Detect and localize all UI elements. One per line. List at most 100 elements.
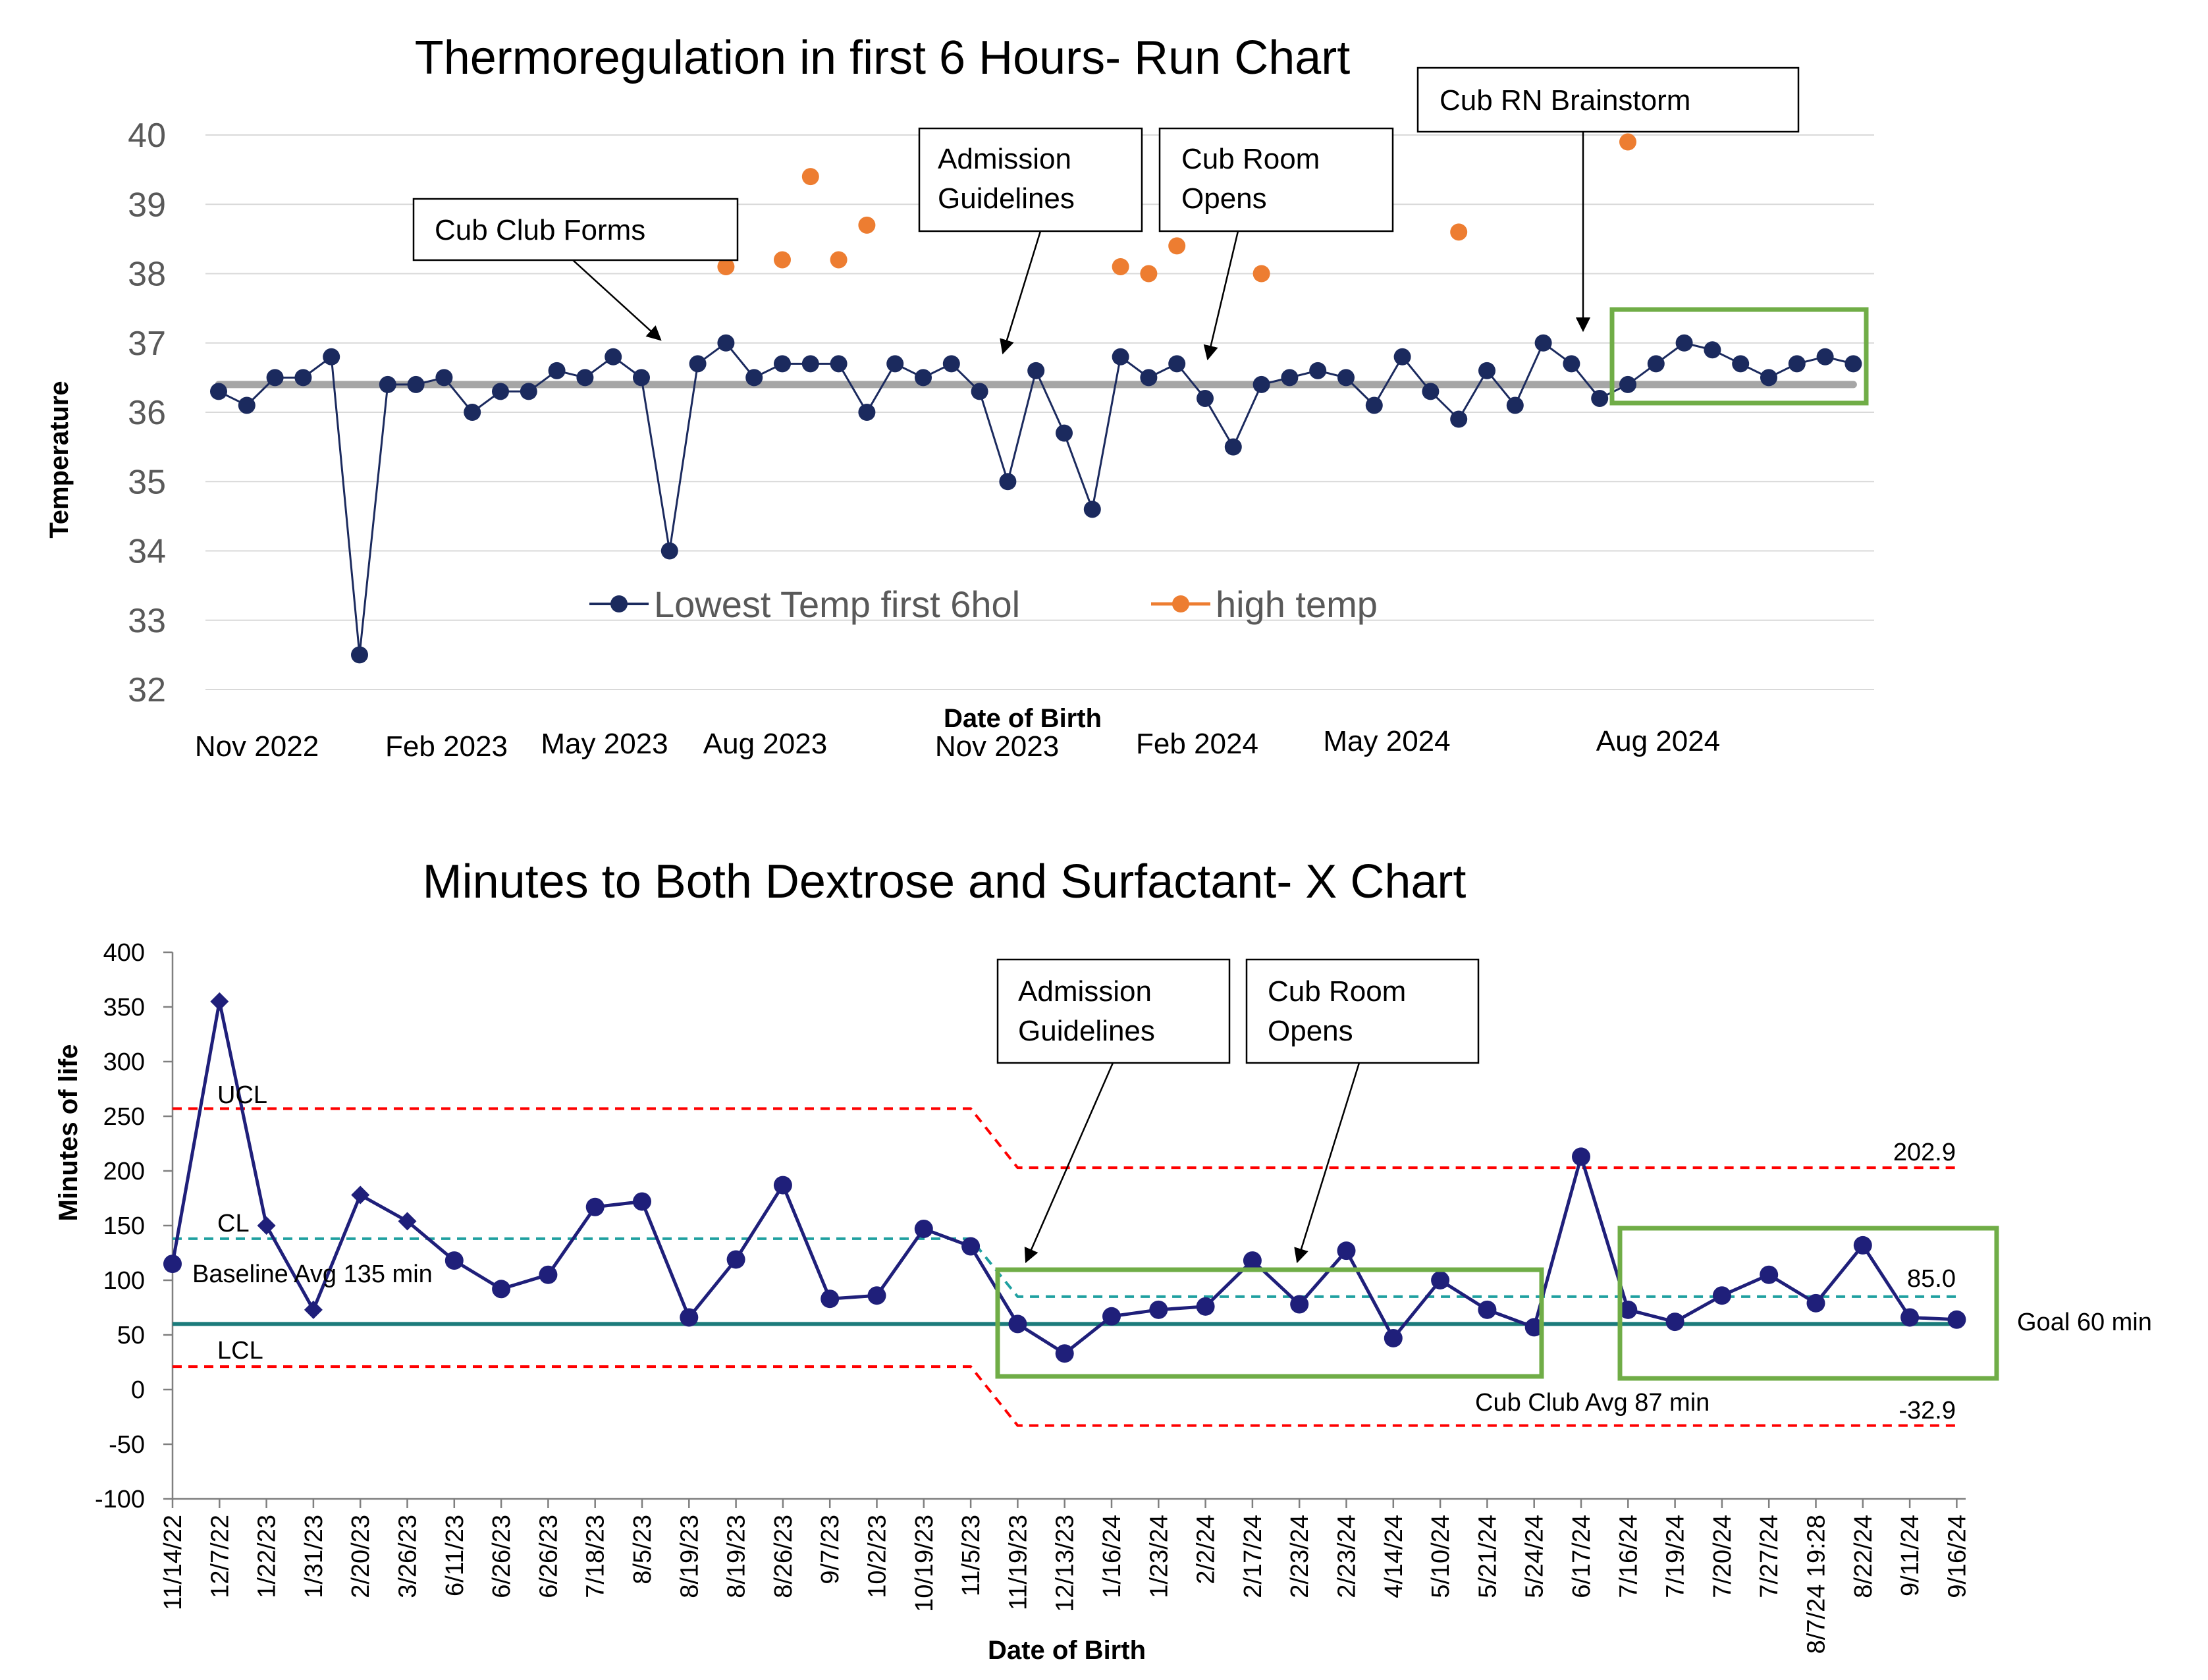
lowest-temp-point	[1732, 355, 1750, 373]
x-tick-label: 8/19/23	[723, 1515, 751, 1598]
x-tick-label: 6/26/23	[488, 1515, 516, 1598]
annotation-text-line1: Cub Room	[1268, 975, 1406, 1008]
annotation-text-line2: Guidelines	[938, 182, 1075, 215]
lowest-temp-point	[1140, 369, 1158, 387]
annotation-box	[1416, 67, 1800, 133]
lowest-temp-point	[492, 383, 509, 400]
minutes-point	[1572, 1147, 1590, 1166]
lowest-temp-point	[1788, 355, 1806, 373]
lowest-temp-point	[464, 404, 481, 421]
lowest-temp-point	[1816, 348, 1834, 366]
x-tick-label: 11/14/22	[159, 1515, 187, 1610]
lowest-temp-points	[210, 334, 1862, 664]
high-temp-point	[830, 251, 848, 269]
minutes-point	[680, 1308, 699, 1327]
minutes-point	[1712, 1286, 1731, 1305]
lowest-temp-point	[435, 369, 453, 387]
x-tick-label: Aug 2023	[703, 728, 827, 760]
minutes-point	[1665, 1313, 1684, 1332]
x-tick-label: 8/19/23	[676, 1515, 703, 1598]
lowest-temp-point	[1760, 369, 1777, 387]
high-temp-point	[1112, 257, 1129, 275]
y-tick-label: 37	[128, 325, 166, 363]
x-tick-label: Feb 2023	[385, 730, 508, 763]
x-tick-label: Nov 2022	[195, 730, 319, 763]
minutes-point	[821, 1289, 840, 1309]
minutes-point	[492, 1280, 511, 1299]
lowest-temp-point	[576, 369, 594, 387]
lowest-temp-point	[1844, 355, 1862, 373]
lowest-temp-point	[1281, 369, 1299, 387]
x-tick-label: Feb 2024	[1136, 728, 1258, 760]
lowest-temp-point	[323, 348, 340, 366]
lowest-temp-point	[1478, 362, 1495, 379]
cl-value-label: 85.0	[1907, 1265, 1956, 1293]
minutes-point	[585, 1197, 605, 1216]
annotation-text: Cub RN Brainstorm	[1440, 84, 1690, 117]
minutes-point	[1947, 1310, 1966, 1329]
lowest-temp-point	[1563, 355, 1580, 373]
y-tick-label: 32	[128, 671, 166, 709]
x-tick-label: 11/19/23	[1004, 1515, 1032, 1610]
minutes-point	[914, 1219, 933, 1238]
lowest-temp-point	[1168, 355, 1186, 373]
x-tick-label: 1/22/23	[254, 1515, 281, 1598]
high-temp-point	[1252, 265, 1270, 283]
ucl-label: UCL	[217, 1081, 267, 1109]
x-tick-label: 7/19/24	[1662, 1515, 1690, 1598]
x-tick-label: 6/26/23	[535, 1515, 562, 1598]
lowest-temp-point	[717, 334, 735, 352]
lowest-temp-point	[915, 369, 932, 387]
lowest-temp-point	[971, 383, 988, 400]
lowest-temp-point	[1365, 396, 1383, 414]
minutes-point	[1853, 1235, 1872, 1255]
x-tick-label: 2/23/24	[1333, 1515, 1361, 1598]
high-temp-point	[717, 257, 735, 275]
y-tick-label: 38	[128, 256, 166, 294]
lowest-temp-point	[1224, 438, 1242, 456]
annotation-cub-room-opens: Cub Room Opens	[1158, 127, 1394, 361]
minutes-point	[1760, 1265, 1779, 1284]
minutes-point	[1290, 1295, 1309, 1314]
x-tick-label: 2/20/23	[347, 1515, 375, 1598]
run-chart-x-axis-label: Date of Birth	[944, 704, 1102, 733]
lowest-temp-point	[1112, 348, 1129, 366]
x-tick-label: 9/16/24	[1943, 1515, 1971, 1598]
high-temp-point	[1140, 265, 1158, 283]
x-tick-label: Nov 2023	[935, 730, 1059, 763]
annotation-arrow	[1203, 230, 1239, 361]
run-chart-y-axis-label: Temperature	[45, 381, 74, 538]
lowest-temp-point	[210, 383, 227, 400]
x-tick-label: 8/7/24 19:28	[1803, 1515, 1831, 1654]
x-tick-label: 10/2/23	[864, 1515, 892, 1598]
minutes-point	[163, 1255, 182, 1274]
run-chart-legend: Lowest Temp first 6hol high temp	[589, 583, 1378, 625]
lowest-temp-point	[1309, 362, 1327, 379]
lowest-temp-point	[1197, 389, 1214, 407]
annotation-text-line1: Cub Room	[1181, 143, 1320, 175]
lowest-temp-point	[520, 383, 537, 400]
lcl-value-label: -32.9	[1898, 1397, 1956, 1424]
high-temp-point	[1619, 133, 1636, 151]
minutes-point	[633, 1192, 651, 1211]
minutes-point	[1619, 1300, 1638, 1319]
high-temp-point	[858, 216, 876, 234]
minutes-point	[1055, 1344, 1074, 1363]
legend-low-swatch-marker	[610, 595, 628, 612]
y-tick-label: 200	[103, 1158, 145, 1185]
run-chart: Thermoregulation in first 6 Hours- Run C…	[45, 32, 1874, 763]
goal-label: Goal 60 min	[2017, 1309, 2152, 1336]
minutes-point	[1806, 1293, 1825, 1313]
x-tick-label: 5/21/24	[1474, 1515, 1501, 1598]
lowest-temp-point	[1450, 410, 1468, 428]
ucl-value-label: 202.9	[1893, 1139, 1956, 1166]
minutes-points	[163, 992, 1966, 1363]
lowest-temp-point	[548, 362, 566, 379]
x-tick-label: 6/11/23	[441, 1515, 469, 1596]
annotation-text: Cub Club Forms	[435, 214, 645, 246]
lowest-temp-point	[266, 369, 284, 387]
x-tick-label: 1/23/24	[1145, 1515, 1173, 1598]
x-tick-label: 1/31/23	[300, 1515, 328, 1598]
lowest-temp-point	[1056, 424, 1073, 442]
